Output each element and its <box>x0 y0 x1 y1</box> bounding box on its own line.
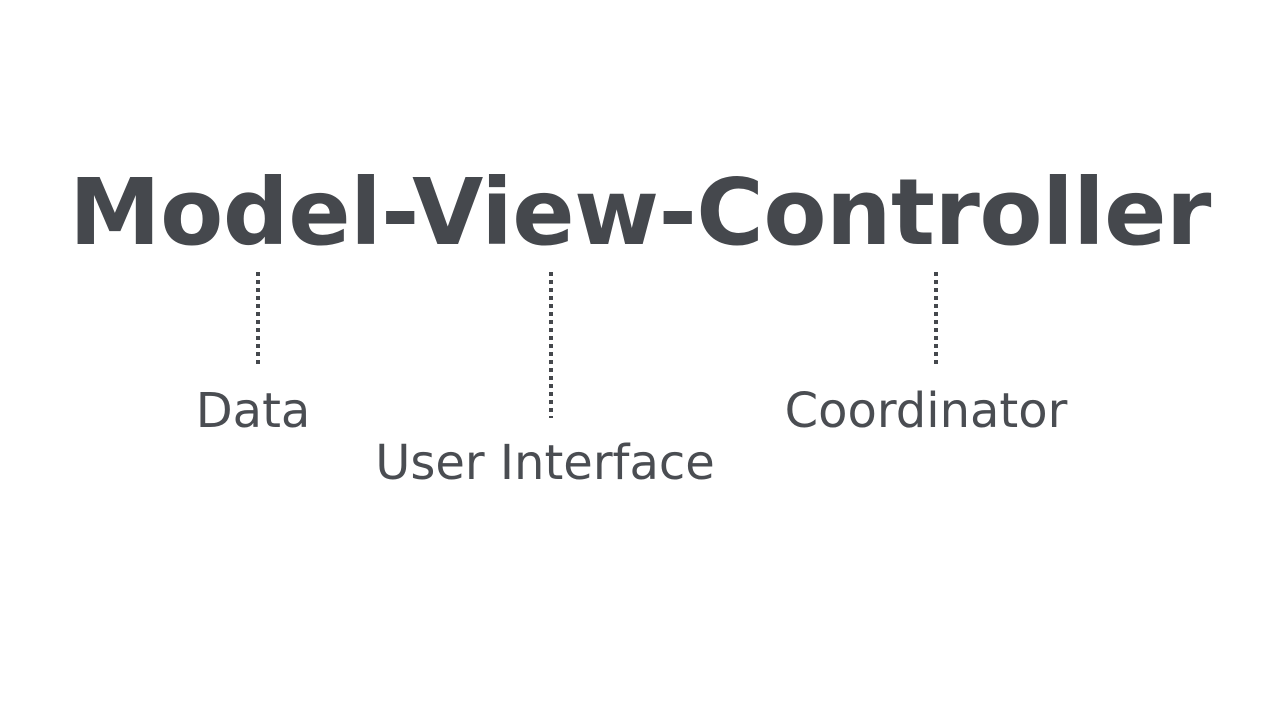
connector-line-model <box>256 272 260 366</box>
label-view-meaning: User Interface <box>375 435 715 491</box>
page-title: Model-View-Controller <box>69 159 1211 266</box>
label-controller-meaning: Coordinator <box>784 383 1068 439</box>
connector-line-controller <box>934 272 938 366</box>
label-model-meaning: Data <box>195 383 311 439</box>
connector-line-view <box>549 272 553 418</box>
